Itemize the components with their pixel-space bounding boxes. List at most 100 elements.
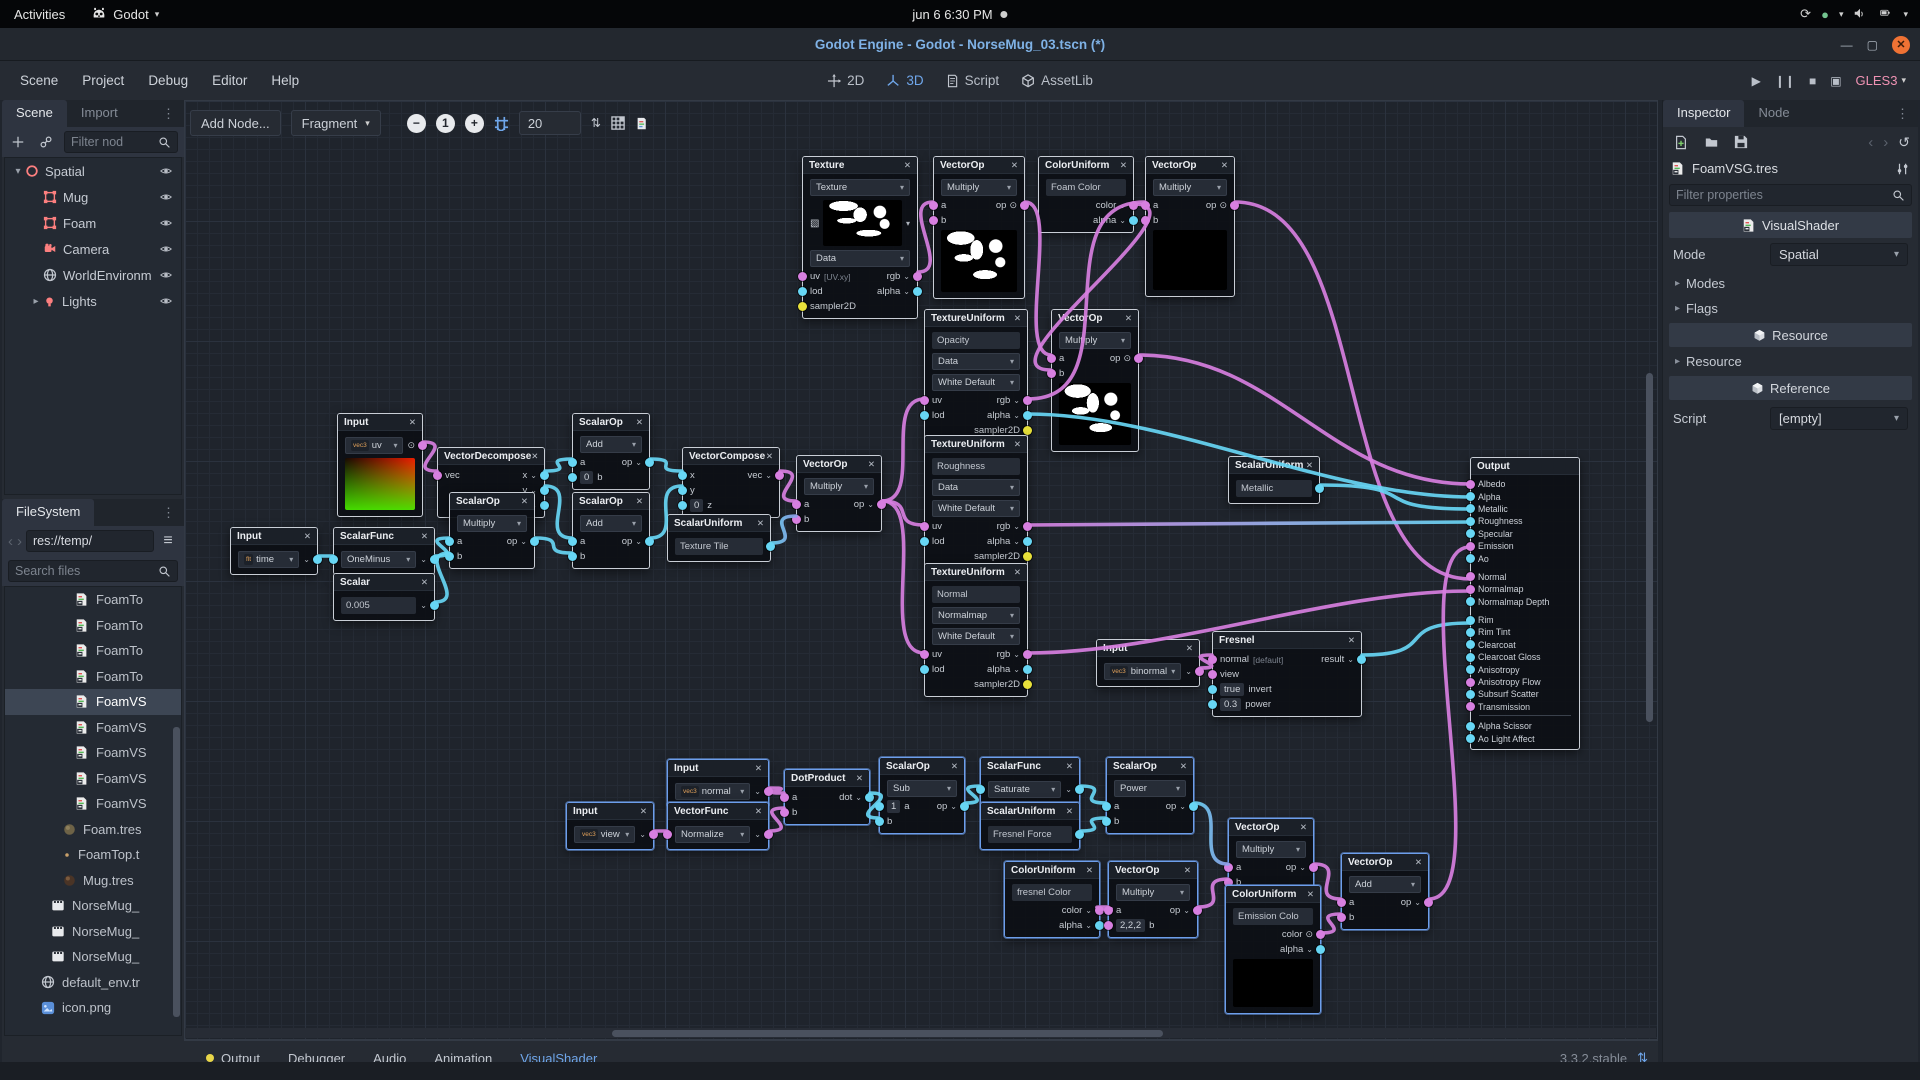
visibility-eye-icon[interactable] [159, 243, 173, 255]
port-out[interactable] [1095, 906, 1104, 915]
port-out[interactable] [1023, 552, 1032, 561]
file-item-foamvs[interactable]: FoamVS [5, 715, 181, 741]
shader-node-scalarfunc[interactable]: ScalarFunc✕OneMinus▾⌄ [333, 527, 435, 575]
node-title-bar[interactable]: ColorUniform✕ [1039, 157, 1133, 174]
resource-fold[interactable]: ▸Resource [1663, 349, 1918, 374]
node-title-bar[interactable]: ScalarOp✕ [450, 493, 534, 510]
visibility-eye-icon[interactable] [159, 191, 173, 203]
activities-button[interactable]: Activities [14, 7, 65, 22]
collapse-chevron-icon[interactable]: ⌄ [754, 787, 761, 796]
load-resource-icon[interactable] [1701, 132, 1721, 152]
port-in[interactable] [1466, 492, 1475, 501]
port-out[interactable] [865, 793, 874, 802]
fs-back-button[interactable]: ‹ [8, 533, 13, 550]
visibility-eye-icon[interactable] [159, 269, 173, 281]
flags-fold[interactable]: ▸Flags [1663, 296, 1918, 321]
node-title-bar[interactable]: ScalarOp✕ [573, 414, 649, 431]
shader-node-scalarfunc[interactable]: ScalarFunc✕Saturate▾⌄ [980, 757, 1080, 805]
collapse-chevron-icon[interactable]: ⌄ [765, 471, 772, 480]
close-icon[interactable]: ✕ [757, 518, 764, 529]
maximize-button[interactable]: ▢ [1867, 38, 1878, 52]
shader-node-scalaruniform[interactable]: ScalarUniform✕Metallic [1228, 456, 1320, 504]
port-in[interactable] [1466, 554, 1475, 563]
port-in[interactable] [920, 411, 929, 420]
port-in[interactable] [1466, 640, 1475, 649]
port-in[interactable] [678, 471, 687, 480]
port-in[interactable] [1141, 201, 1150, 210]
node-dropdown[interactable]: White Default▾ [932, 374, 1020, 391]
snap-toggle-icon[interactable] [494, 116, 509, 131]
node-dropdown[interactable]: White Default▾ [932, 628, 1020, 645]
collapse-chevron-icon[interactable]: ⌄ [903, 287, 910, 296]
collapse-chevron-icon[interactable]: ⌄ [303, 555, 310, 564]
play-button[interactable]: ▶ [1752, 74, 1761, 88]
port-in[interactable] [445, 537, 454, 546]
port-out[interactable] [313, 555, 322, 564]
node-title-bar[interactable]: VectorOp✕ [1146, 157, 1234, 174]
node-dropdown[interactable]: Multiply▾ [1153, 179, 1227, 196]
port-out[interactable] [1095, 921, 1104, 930]
node-title-bar[interactable]: ScalarOp✕ [1107, 758, 1193, 775]
port-in[interactable] [780, 793, 789, 802]
input-select[interactable]: vec3uv▾ [345, 437, 403, 454]
collapse-chevron-icon[interactable]: ⌄ [1347, 655, 1354, 664]
menu-scene[interactable]: Scene [10, 67, 68, 94]
snap-distance-input[interactable]: 20 [519, 111, 581, 135]
node-dropdown[interactable]: Multiply▾ [1116, 884, 1190, 901]
port-out[interactable] [1309, 863, 1318, 872]
workspace-tab-script[interactable]: Script [946, 73, 1000, 88]
port-out[interactable] [530, 537, 539, 546]
port-value-field[interactable]: true [1220, 683, 1244, 696]
close-icon[interactable]: ✕ [1066, 761, 1073, 772]
node-title-bar[interactable]: DotProduct✕ [785, 770, 869, 787]
port-out[interactable] [764, 787, 773, 796]
port-out[interactable] [1020, 201, 1029, 210]
port-in[interactable] [920, 396, 929, 405]
shader-node-vectorop[interactable]: VectorOp✕Multiply▾aop⌄b [796, 455, 882, 532]
port-in[interactable] [329, 555, 338, 564]
port-out[interactable] [1230, 201, 1239, 210]
collapse-chevron-icon[interactable]: ⌄ [635, 458, 642, 467]
file-item-default-env-tr[interactable]: default_env.tr [5, 970, 181, 996]
collapse-chevron-icon[interactable]: ⌄ [1299, 863, 1306, 872]
node-title-bar[interactable]: Input✕ [567, 803, 653, 820]
collapse-chevron-icon[interactable]: ⌄ [855, 793, 862, 802]
node-dropdown[interactable]: Add▾ [580, 436, 642, 453]
close-icon[interactable]: ✕ [1221, 160, 1228, 171]
fs-search-input[interactable]: Search files [8, 560, 178, 582]
shader-node-input[interactable]: Input✕vec3binormal▾⌄ [1096, 639, 1200, 687]
port-in[interactable] [1466, 572, 1475, 581]
file-item-foamvs[interactable]: FoamVS [5, 689, 181, 715]
workspace-tab-3d[interactable]: 3D [886, 73, 923, 88]
shader-node-coloruniform[interactable]: ColorUniform✕fresnel Colorcolor⌄alpha⌄ [1004, 861, 1100, 938]
collapse-chevron-icon[interactable]: ⌄ [950, 802, 957, 811]
shader-node-texture[interactable]: Texture✕Texture▾▧▾Data▾uv[UV.xy]rgb⌄loda… [802, 156, 918, 319]
preview-eye-icon[interactable]: ⊙ [1009, 200, 1017, 211]
port-in[interactable] [920, 665, 929, 674]
port-in[interactable] [1208, 685, 1217, 694]
port-in[interactable] [798, 287, 807, 296]
port-in[interactable] [1104, 906, 1113, 915]
collapse-chevron-icon[interactable]: ⌄ [1119, 216, 1126, 225]
close-icon[interactable]: ✕ [1011, 160, 1018, 171]
node-title-bar[interactable]: TextureUniform✕ [925, 310, 1027, 327]
shader-node-input[interactable]: Input✕flttime▾⌄ [230, 527, 318, 575]
port-out[interactable] [1193, 906, 1202, 915]
port-in[interactable] [1104, 921, 1113, 930]
tools-icon[interactable] [1896, 162, 1910, 176]
shader-node-scalarop[interactable]: ScalarOp✕Add▾aop⌄0b [572, 413, 650, 490]
node-title-bar[interactable]: ColorUniform✕ [1005, 862, 1099, 879]
port-out[interactable] [1315, 484, 1324, 493]
shader-node-input[interactable]: Input✕vec3normal▾⌄ [667, 759, 769, 807]
file-item-foamvs[interactable]: FoamVS [5, 791, 181, 817]
panel-menu-icon[interactable]: ⋮ [162, 106, 184, 122]
file-item-foam-tres[interactable]: Foam.tres [5, 817, 181, 843]
port-in[interactable] [920, 650, 929, 659]
port-out[interactable] [913, 272, 922, 281]
shader-node-vectorop[interactable]: VectorOp✕Multiply▾aop⊙b [1145, 156, 1235, 297]
workspace-tab-2d[interactable]: 2D [827, 73, 864, 88]
node-title-bar[interactable]: Output [1471, 458, 1579, 475]
shader-node-textureuniform[interactable]: TextureUniform✕NormalNormalmap▾White Def… [924, 563, 1028, 697]
port-out[interactable] [540, 471, 549, 480]
file-item-norsemug-[interactable]: NorseMug_ [5, 893, 181, 919]
